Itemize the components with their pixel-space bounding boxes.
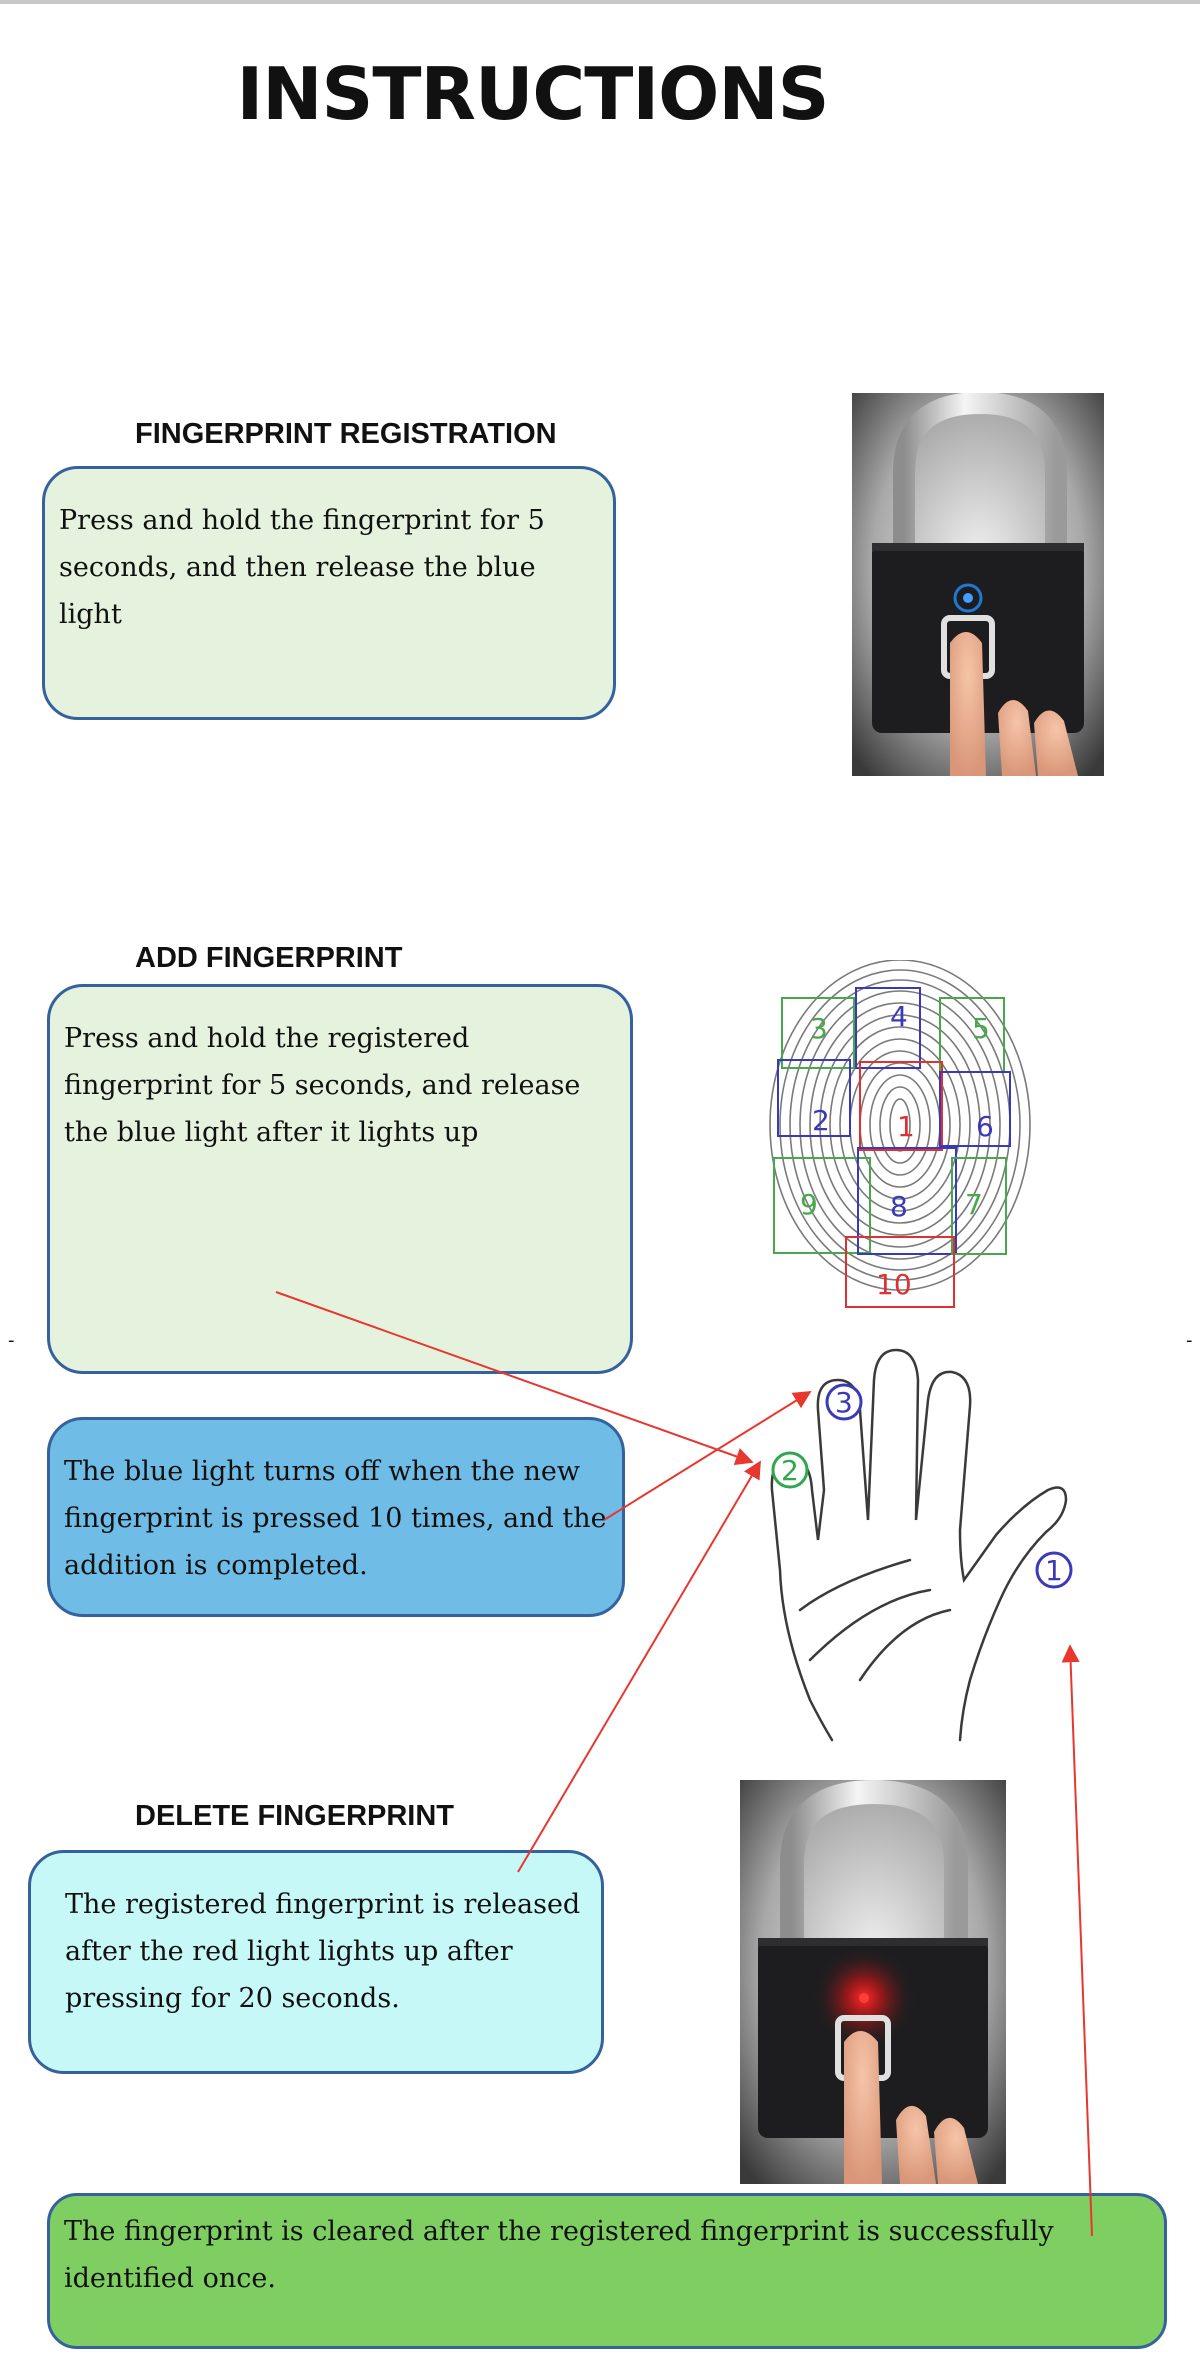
registration-instruction-box: Press and hold the fingerprint for 5 sec…: [42, 466, 616, 720]
finger-label-3: 3: [835, 1386, 853, 1419]
zone-10: [845, 1236, 955, 1308]
zone-4: [855, 987, 921, 1069]
finger-label-2: 2: [781, 1454, 799, 1487]
heading-registration: FINGERPRINT REGISTRATION: [135, 418, 557, 450]
zone-label-8: 8: [890, 1190, 908, 1223]
registration-instruction-text: Press and hold the fingerprint for 5 sec…: [59, 505, 545, 630]
zone-6: [939, 1071, 1011, 1147]
hand-diagram: 3 2 1: [760, 1340, 1105, 1750]
zone-3: [781, 997, 855, 1069]
zone-label-5: 5: [972, 1012, 990, 1045]
zone-7: [951, 1157, 1007, 1255]
zone-label-3: 3: [810, 1012, 828, 1045]
zone-2: [777, 1059, 851, 1137]
finger-marker-1-icon: [1035, 1551, 1073, 1589]
zone-label-1: 1: [897, 1110, 915, 1143]
clear-instruction-text: The fingerprint is cleared after the reg…: [64, 2216, 1054, 2294]
finger-marker-3-icon: [825, 1383, 863, 1421]
margin-mark-right: -: [1186, 1330, 1193, 1351]
margin-mark-left: -: [8, 1330, 15, 1351]
zone-label-10: 10: [876, 1268, 912, 1301]
add-complete-text: The blue light turns off when the new fi…: [64, 1456, 607, 1581]
heading-delete: DELETE FINGERPRINT: [135, 1800, 455, 1832]
delete-instruction-box: The registered fingerprint is released a…: [28, 1850, 604, 2074]
zone-label-4: 4: [890, 1000, 908, 1033]
zone-9: [773, 1157, 871, 1254]
zone-label-2: 2: [812, 1104, 830, 1137]
padlock-blue-light-photo: [852, 393, 1104, 776]
padlock-red-light-photo: [740, 1780, 1006, 2184]
fingerprint-zones-diagram: 3 4 5 2 1 6 9 8 7 10: [760, 960, 1040, 1334]
zone-label-9: 9: [800, 1188, 818, 1221]
zone-label-7: 7: [965, 1188, 983, 1221]
finger-label-1: 1: [1045, 1554, 1063, 1587]
delete-instruction-text: The registered fingerprint is released a…: [65, 1889, 581, 2014]
add-complete-box: The blue light turns off when the new fi…: [47, 1417, 625, 1617]
add-instruction-text: Press and hold the registered fingerprin…: [64, 1023, 581, 1148]
top-border: [0, 0, 1200, 4]
heading-add: ADD FINGERPRINT: [135, 942, 403, 974]
clear-instruction-box: The fingerprint is cleared after the reg…: [47, 2193, 1167, 2349]
add-instruction-box: Press and hold the registered fingerprin…: [47, 984, 633, 1374]
zone-1: [859, 1061, 943, 1151]
zone-8: [857, 1147, 957, 1255]
zone-label-6: 6: [976, 1110, 994, 1143]
page-title: INSTRUCTIONS: [236, 52, 830, 136]
